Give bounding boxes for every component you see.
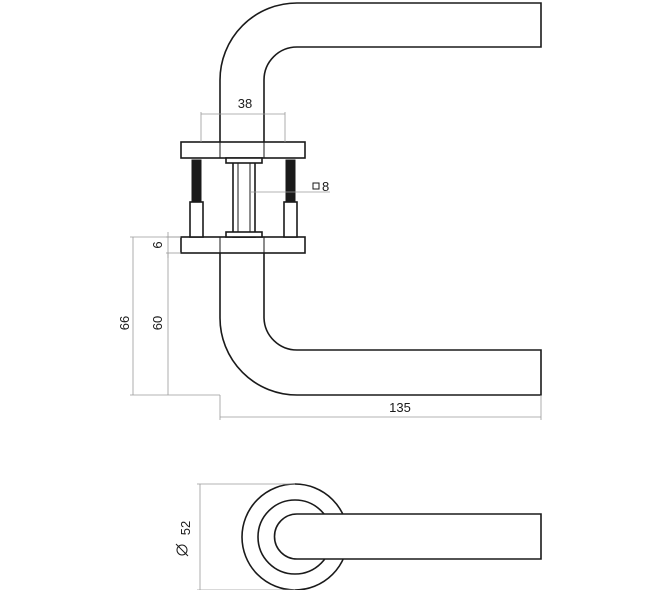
dim-rose-thickness-label: 6 — [150, 241, 165, 248]
dim-rose-width: 38 — [200, 96, 286, 142]
dim-total-height-label: 66 — [117, 316, 132, 330]
dim-projection: 135 — [219, 395, 542, 420]
dim-rose-thickness: 6 — [150, 232, 181, 258]
dim-rose-diameter-label: 52 — [178, 521, 193, 535]
dim-handle-height: 60 — [150, 253, 169, 395]
lever-lower-arm — [219, 253, 542, 396]
dim-spindle-square-label: 8 — [322, 179, 329, 194]
diameter-symbol — [175, 543, 189, 557]
right-screw — [283, 159, 298, 238]
spindle — [225, 157, 263, 238]
upper-rose-plate — [180, 141, 306, 159]
lower-rose-plate — [180, 236, 306, 254]
dim-rose-width-label: 38 — [238, 96, 252, 111]
front-view — [241, 483, 542, 590]
dim-total-height: 66 — [117, 236, 220, 396]
dim-spindle-square: 8 — [250, 179, 330, 194]
dim-handle-height-label: 60 — [150, 316, 165, 330]
left-screw — [189, 159, 204, 238]
front-lever — [273, 513, 542, 560]
lever-upper-arm — [219, 2, 542, 142]
dim-projection-label: 135 — [389, 400, 411, 415]
square-symbol — [312, 182, 320, 190]
dim-rose-diameter: 52 — [175, 483, 295, 590]
